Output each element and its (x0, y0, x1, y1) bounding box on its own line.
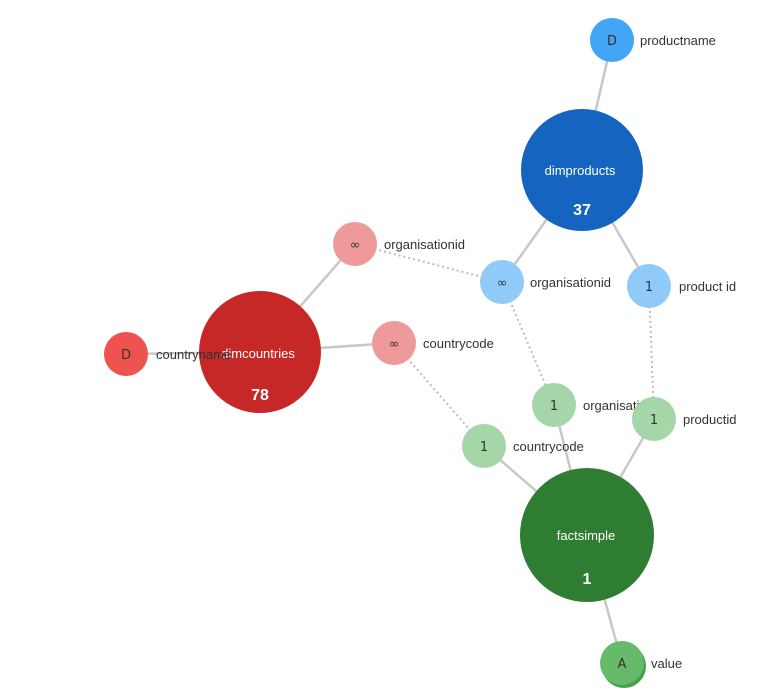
port-label: countrycode (513, 439, 584, 454)
row-count: 37 (573, 202, 591, 219)
port-value[interactable]: A value (600, 641, 682, 688)
table-node-circle (521, 109, 643, 231)
table-name: factsimple (557, 528, 616, 543)
attribute-icon (600, 641, 644, 685)
port-countries-organisationid[interactable]: ∞ organisationid (333, 222, 465, 266)
port-label: value (651, 656, 682, 671)
port-glyph: 1 (480, 440, 488, 455)
table-node-circle (199, 291, 321, 413)
port-countryname[interactable]: D countryname (104, 332, 231, 376)
port-fact-countrycode[interactable]: 1 countrycode (462, 424, 584, 468)
port-label: countryname (156, 347, 231, 362)
one-icon (532, 383, 576, 427)
many-icon (480, 260, 524, 304)
relationships (354, 243, 655, 447)
many-icon (372, 321, 416, 365)
port-products-organisationid[interactable]: ∞ organisationid (480, 260, 611, 304)
one-icon (462, 424, 506, 468)
relationship-organisationid-products-fact (501, 281, 555, 406)
table-node-dimproducts[interactable]: dimproducts 37 (521, 109, 643, 231)
port-products-productid[interactable]: 1 product id (627, 264, 736, 308)
table-node-dimcountries[interactable]: dimcountries 78 (199, 291, 321, 413)
row-count: 78 (251, 387, 269, 404)
dimension-icon (590, 18, 634, 62)
relationship-organisationid-countries-products (354, 243, 503, 283)
one-icon (627, 264, 671, 308)
port-glyph: 1 (645, 280, 653, 295)
port-label: countrycode (423, 336, 494, 351)
port-label: organisationid (384, 237, 465, 252)
port-glyph: ∞ (389, 337, 400, 352)
port-glyph: 1 (650, 413, 658, 428)
port-label: product id (679, 279, 736, 294)
table-name: dimproducts (545, 163, 616, 178)
many-icon (333, 222, 377, 266)
port-glyph: ∞ (350, 238, 361, 253)
port-glyph: A (618, 657, 627, 672)
port-label: productname (640, 33, 716, 48)
port-label: organisationid (530, 275, 611, 290)
relationship-productid (648, 285, 655, 420)
port-glyph: ∞ (497, 276, 508, 291)
dimension-icon (104, 332, 148, 376)
one-icon (632, 397, 676, 441)
port-countries-countrycode[interactable]: ∞ countrycode (372, 321, 494, 365)
port-glyph: D (121, 348, 131, 363)
port-glyph: D (607, 34, 617, 49)
table-node-factsimple[interactable]: factsimple 1 (520, 468, 654, 602)
port-productname[interactable]: D productname (590, 18, 716, 62)
port-fact-productid[interactable]: 1 productid (632, 397, 736, 441)
port-glyph: 1 (550, 399, 558, 414)
table-name: dimcountries (221, 346, 295, 361)
port-label: productid (683, 412, 736, 427)
table-node-circle (520, 468, 654, 602)
row-count: 1 (583, 571, 592, 588)
